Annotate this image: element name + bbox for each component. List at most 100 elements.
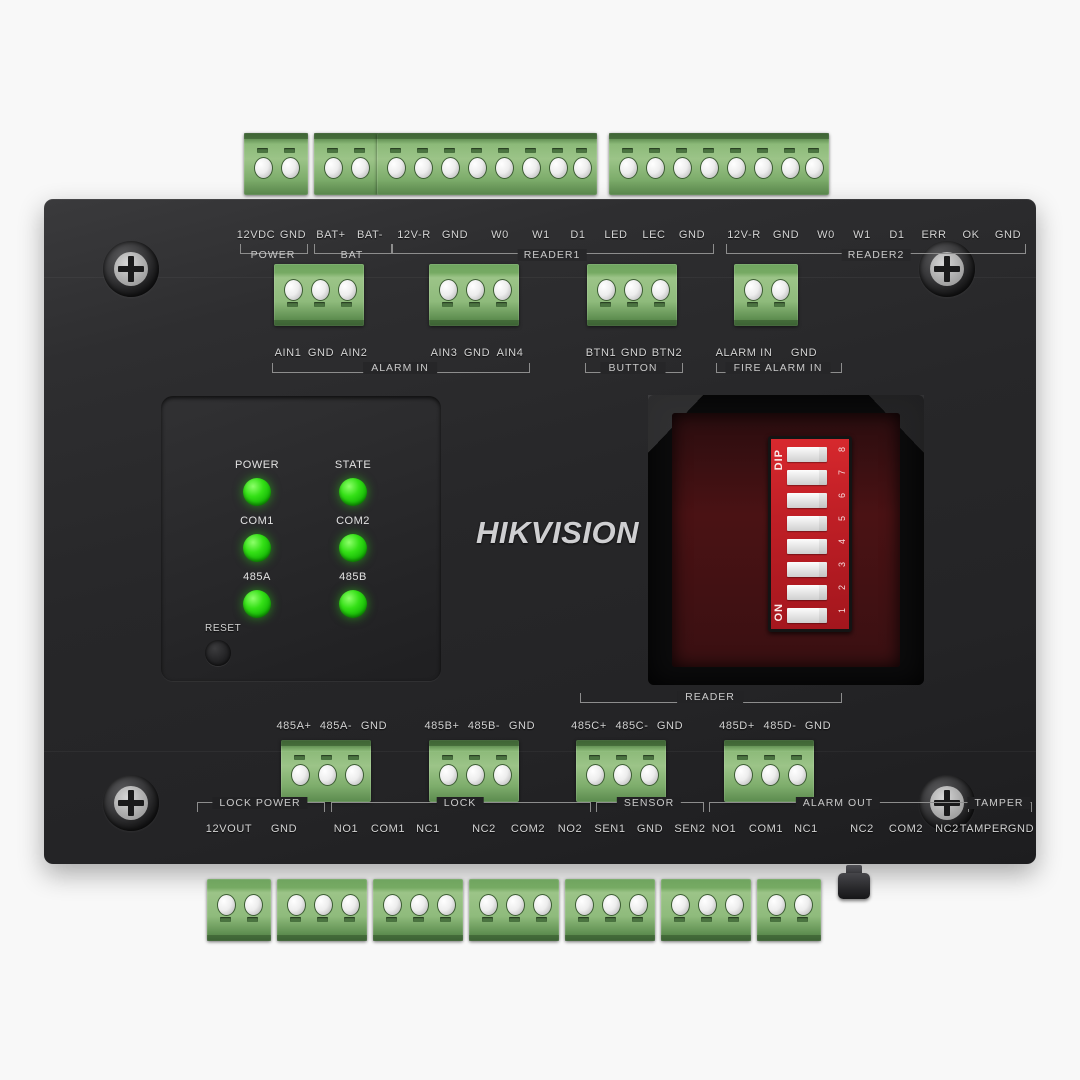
led-label-state: STATE: [334, 459, 372, 471]
connector-button[interactable]: [587, 264, 677, 326]
connector-sensor[interactable]: [469, 879, 559, 941]
group-label-alarm-in: ALARM IN: [363, 362, 437, 374]
connector-485d[interactable]: [724, 740, 814, 802]
pin-label-ain1: AIN1: [274, 347, 302, 359]
pin-label-bat-minus: BAT-: [356, 229, 384, 241]
pin-label-btn2: BTN2: [651, 347, 683, 359]
group-label-sensor: SENSOR: [616, 797, 682, 809]
connector-485b[interactable]: [429, 740, 519, 802]
connector-485c[interactable]: [576, 740, 666, 802]
pin-label-ain4: AIN4: [496, 347, 524, 359]
pin-label-gnd-lockpower: GND: [270, 823, 298, 835]
connector-lock-1[interactable]: [277, 879, 367, 941]
pin-label-com1-lock: COM1: [370, 823, 406, 835]
dip-switch-1[interactable]: [787, 608, 827, 623]
group-label-lock-power: LOCK POWER: [212, 797, 308, 809]
pin-label-gnd-r2b: GND: [994, 229, 1022, 241]
dip-number-4: 4: [837, 539, 847, 545]
connector-alarm-out-1[interactable]: [565, 879, 655, 941]
pin-label-ain3: AIN3: [430, 347, 458, 359]
pin-label-com2-alarm: COM2: [888, 823, 924, 835]
connector-lock-power[interactable]: [207, 879, 271, 941]
dip-number-5: 5: [837, 516, 847, 522]
led-label-485a: 485A: [243, 571, 271, 583]
pin-label-nc1-alarm: NC1: [794, 823, 818, 835]
group-label-alarm-out: ALARM OUT: [795, 797, 881, 809]
dip-switch-3[interactable]: [787, 562, 827, 577]
pin-label-gnd-btn: GND: [620, 347, 648, 359]
pin-label-485b-plus: 485B+: [424, 720, 460, 732]
reset-button[interactable]: [205, 640, 231, 666]
dip-switch-2[interactable]: [787, 585, 827, 600]
connector-battery[interactable]: [314, 133, 378, 195]
connector-alarm-in-2[interactable]: [429, 264, 519, 326]
pin-label-gnd-sensor: GND: [636, 823, 664, 835]
pin-label-d1-2: D1: [889, 229, 905, 241]
connector-reader2[interactable]: [609, 133, 829, 195]
pin-label-w1-2: W1: [853, 229, 871, 241]
pin-label-nc2b-alarm: NC2: [935, 823, 959, 835]
dip-switch-5[interactable]: [787, 516, 827, 531]
pin-label-ok-2: OK: [962, 229, 980, 241]
led-label-485b: 485B: [339, 571, 367, 583]
dip-switch-8[interactable]: [787, 447, 827, 462]
pin-label-gnd-485c: GND: [656, 720, 684, 732]
group-label-lock: LOCK: [436, 797, 484, 809]
mounting-screw-bottom-right: [919, 775, 975, 831]
pin-label-12vr-1: 12V-R: [397, 229, 431, 241]
led-com2: [339, 534, 367, 562]
connector-fire-alarm-in[interactable]: [734, 264, 798, 326]
connector-reader1[interactable]: [377, 133, 597, 195]
ground-stud: [834, 865, 874, 899]
pin-label-12vr-2: 12V-R: [727, 229, 761, 241]
pin-label-gnd-r2a: GND: [772, 229, 800, 241]
status-led-panel: POWER STATE COM1 COM2 485A 485B RESET: [161, 396, 441, 681]
dip-on-label: ON: [773, 602, 785, 622]
pin-label-no1-lock: NO1: [333, 823, 359, 835]
led-state: [339, 478, 367, 506]
pin-label-485a-minus: 485A-: [319, 720, 353, 732]
pin-label-gnd-r1b: GND: [678, 229, 706, 241]
connector-alarm-out-2[interactable]: [661, 879, 751, 941]
pin-label-gnd-ain-a: GND: [307, 347, 335, 359]
dip-switch[interactable]: DIP ON 8 7 6 5 4 3 2 1: [768, 436, 852, 632]
pin-label-com1-alarm: COM1: [748, 823, 784, 835]
group-label-power: POWER: [250, 249, 296, 261]
group-label-tamper: TAMPER: [967, 797, 1031, 809]
dip-number-6: 6: [837, 493, 847, 499]
pin-label-485d-plus: 485D+: [719, 720, 755, 732]
pin-label-no2-lock: NO2: [557, 823, 583, 835]
led-label-com1: COM1: [240, 515, 274, 527]
pin-label-12vout: 12VOUT: [205, 823, 253, 835]
dip-switch-recess: DIP ON 8 7 6 5 4 3 2 1: [648, 395, 924, 685]
connector-485a[interactable]: [281, 740, 371, 802]
mounting-screw-top-right: [919, 241, 975, 297]
dip-switch-6[interactable]: [787, 493, 827, 508]
pin-label-btn1: BTN1: [585, 347, 617, 359]
dip-number-7: 7: [837, 470, 847, 476]
pin-label-ain2: AIN2: [340, 347, 368, 359]
led-power: [243, 478, 271, 506]
dip-switch-7[interactable]: [787, 470, 827, 485]
pin-label-485b-minus: 485B-: [467, 720, 501, 732]
brand-logo: HIKVISION: [476, 515, 639, 550]
pin-label-gnd-485a: GND: [360, 720, 388, 732]
group-label-bat: BAT: [340, 249, 364, 261]
dip-number-8: 8: [837, 447, 847, 453]
connector-lock-2[interactable]: [373, 879, 463, 941]
connector-power[interactable]: [244, 133, 308, 195]
dip-switch-4[interactable]: [787, 539, 827, 554]
pin-label-485d-minus: 485D-: [763, 720, 797, 732]
dip-title-label: DIP: [773, 449, 785, 471]
led-com1: [243, 534, 271, 562]
dip-number-1: 1: [837, 608, 847, 614]
group-label-reader2: READER2: [841, 249, 911, 261]
pin-label-gnd-485d: GND: [804, 720, 832, 732]
led-485b: [339, 590, 367, 618]
pin-label-485c-plus: 485C+: [571, 720, 607, 732]
pin-label-nc2-lock: NC2: [472, 823, 496, 835]
connector-tamper[interactable]: [757, 879, 821, 941]
pin-label-d1-1: D1: [570, 229, 586, 241]
connector-alarm-in-1[interactable]: [274, 264, 364, 326]
